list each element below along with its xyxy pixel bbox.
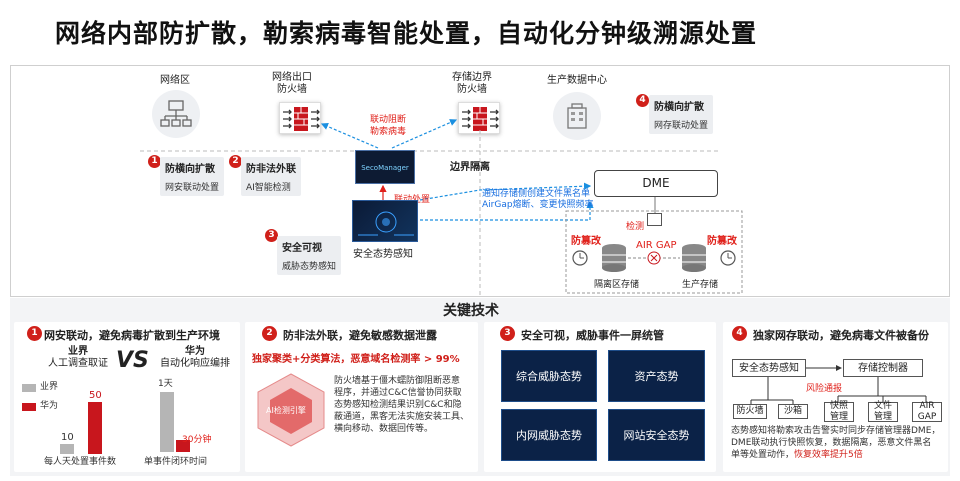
ai-engine-label: AI检测引擎 (266, 406, 306, 415)
card2-head: 防非法外联，避免敏感数据泄露 (283, 329, 437, 342)
filemgmt-box: 文件管理 (868, 401, 898, 422)
tamper-right-label: 防篡改 (707, 236, 737, 247)
isolated-storage-label: 隔离区存储 (594, 280, 640, 290)
tag1-box: 防横向扩散 网安联动处置 (160, 157, 225, 196)
tile-asset[interactable]: 资产态势 (608, 350, 705, 402)
tile-overall-threat[interactable]: 综合威胁态势 (501, 350, 597, 402)
snapshot-box: 快照管理 (824, 401, 854, 422)
key-tech-title: 关键技术 (443, 303, 499, 319)
caption-left: 每人天处置事件数 (44, 457, 117, 467)
tag4-box: 防横向扩散 网存联动处置 (649, 95, 714, 134)
secomanager-label: SecoManager (361, 164, 409, 172)
detection-highlight: 独家聚类+分类算法，恶意域名检测率 > 99% (252, 354, 460, 365)
min-label: 30分钟 (182, 435, 212, 445)
prod-storage-icon (682, 244, 706, 272)
tamper-left-label: 防篡改 (571, 236, 601, 247)
card4-desc: 态势感知将勒索攻击告警实时同步存储管理器DME， DME联动执行快照恢复，数据隔… (731, 426, 941, 460)
tag1-number: 1 (148, 155, 161, 168)
caption-right: 单事件闭环时间 (144, 457, 208, 467)
notify-label: 通知存储侧创建文件黑名单 AirGap熔断、变更快照频率 (482, 189, 594, 210)
risk-notify-label: 风险通报 (806, 384, 843, 394)
card4-head: 独家网存联动，避免病毒文件被备份 (753, 329, 929, 342)
bar-huawei (88, 402, 102, 454)
isolated-storage-icon (602, 244, 626, 272)
storage-fw-label: 存储边界防火墙 (452, 72, 492, 95)
card-4 (723, 322, 948, 472)
tag3-number: 3 (265, 229, 278, 242)
time-bar-huawei (176, 440, 190, 452)
storage-controller-box: 存储控制器 (843, 359, 923, 377)
bar-industry (60, 444, 74, 454)
huawei-heading: 华为自动化响应编排 (160, 346, 230, 369)
boundary-isolation-label: 边界隔离 (450, 162, 490, 173)
storage-firewall-icon (458, 102, 500, 134)
egress-fw-label: 网络出口防火墙 (272, 72, 312, 95)
egress-firewall-icon (279, 102, 321, 134)
network-zone-label: 网络区 (160, 75, 190, 86)
card4-flow-connectors (750, 365, 927, 404)
vs-label: VS (116, 348, 149, 373)
prod-storage-label: 生产存储 (682, 280, 719, 290)
dme-box: DME (594, 170, 718, 197)
legend-industry-swatch (22, 384, 36, 392)
building-icon (553, 92, 601, 140)
day-label: 1天 (158, 379, 173, 389)
card2-number: 2 (262, 326, 277, 341)
ai-engine-graphic (257, 373, 325, 447)
secomanager-panel: SecoManager (355, 150, 415, 184)
prod-dc-label: 生产数据中心 (547, 75, 607, 86)
airgap-label: AIR GAP (636, 240, 677, 251)
card3-number: 3 (500, 326, 515, 341)
legend-industry-label: 业界 (40, 382, 59, 392)
card1-head: 网安联动，避免病毒扩散到生产环境 (44, 329, 220, 342)
card2-desc: 防火墙基于僵木蠕防御阻断恶意程序，并通过C&C信誉协同获取态势感知检测结果识别C… (334, 376, 470, 434)
industry-heading: 业界人工调查取证 (48, 346, 108, 369)
card4-number: 4 (732, 326, 747, 341)
card-1 (14, 322, 240, 472)
tag2-box: 防非法外联 AI智能检测 (241, 157, 301, 196)
link-block-label: 联动阻断勒索病毒 (370, 115, 407, 137)
tag4-number: 4 (636, 94, 649, 107)
legend-huawei-swatch (22, 403, 36, 411)
sandbox-box: 沙箱 (778, 404, 808, 419)
tile-intranet-threat[interactable]: 内网威胁态势 (501, 409, 597, 461)
tag2-number: 2 (229, 155, 242, 168)
detect-label: 检测 (626, 222, 645, 232)
situation-box: 安全态势感知 (732, 359, 806, 377)
tag3-box: 安全可视 威胁态势感知 (277, 236, 342, 275)
topology-connectors (140, 119, 743, 296)
situation-awareness-screen (352, 200, 418, 242)
time-bar-industry (160, 392, 174, 452)
detector-icon (647, 213, 662, 226)
bar-value-label: 10 (61, 432, 74, 443)
fw-box: 防火墙 (733, 404, 767, 419)
situation-label: 安全态势感知 (353, 249, 413, 260)
events-bar-chart: 10 50 (60, 390, 110, 454)
storage-diagram (572, 244, 736, 272)
network-zone-icon (152, 90, 200, 138)
bar-value-label: 50 (89, 390, 102, 401)
tile-website-security[interactable]: 网站安全态势 (608, 409, 705, 461)
card3-head: 安全可视，威胁事件一屏统管 (521, 329, 664, 342)
legend-huawei-label: 华为 (40, 401, 59, 411)
card1-number: 1 (27, 326, 42, 341)
page-title: 网络内部防扩散，勒索病毒智能处置，自动化分钟级溯源处置 (55, 19, 758, 48)
